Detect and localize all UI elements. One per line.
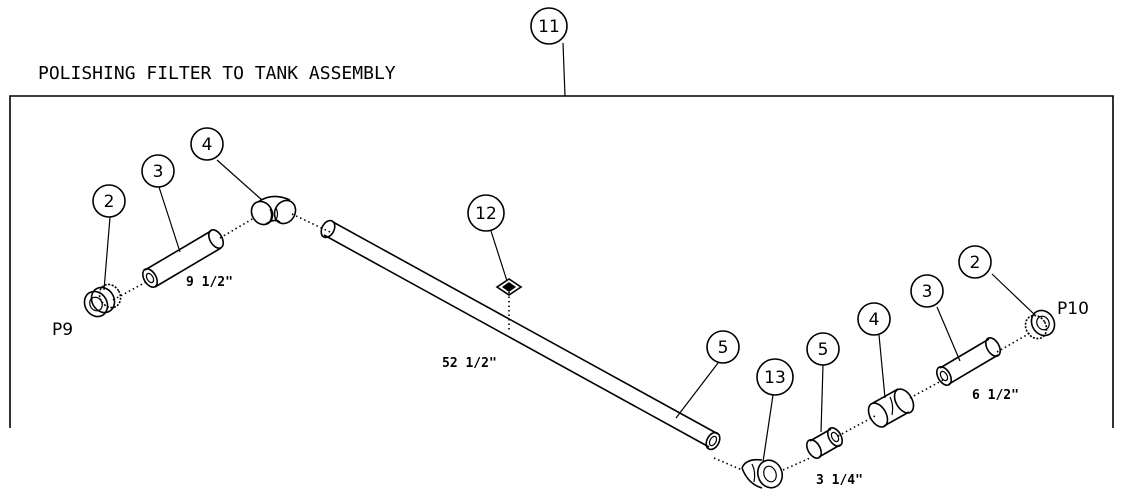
callout-12: 12 bbox=[467, 194, 505, 232]
assembly-frame bbox=[9, 42, 1114, 428]
svg-text:2: 2 bbox=[104, 192, 115, 212]
callout-assembly: 11 bbox=[530, 7, 568, 45]
drawing-title: POLISHING FILTER TO TANK ASSEMBLY bbox=[38, 63, 396, 84]
callout-3-right: 3 bbox=[910, 274, 944, 308]
callout-2-right: 2 bbox=[958, 245, 992, 279]
callout-5-short: 5 bbox=[806, 332, 840, 366]
dimension-pipe-right: 6 1/2" bbox=[972, 388, 1019, 403]
pipe-short bbox=[805, 427, 844, 459]
svg-text:3: 3 bbox=[153, 162, 164, 182]
svg-text:12: 12 bbox=[475, 204, 497, 224]
port-label-left: P9 bbox=[52, 320, 73, 340]
tag-fitting bbox=[495, 278, 523, 296]
callout-4-left: 4 bbox=[190, 127, 224, 161]
svg-text:4: 4 bbox=[202, 135, 213, 155]
pipe-long bbox=[320, 219, 721, 451]
dimension-pipe-left: 9 1/2" bbox=[186, 275, 233, 290]
elbow-bottom bbox=[741, 458, 784, 489]
connection-lines bbox=[112, 213, 1031, 471]
svg-text:13: 13 bbox=[764, 368, 786, 388]
callout-3-left: 3 bbox=[141, 154, 175, 188]
svg-text:3: 3 bbox=[922, 282, 933, 302]
svg-text:2: 2 bbox=[970, 253, 981, 273]
union-fitting-right bbox=[1024, 309, 1056, 340]
svg-text:5: 5 bbox=[818, 340, 829, 360]
callout-4-right: 4 bbox=[857, 302, 891, 336]
callout-2-left: 2 bbox=[92, 184, 126, 218]
leader-lines bbox=[103, 159, 1036, 463]
elbow-left bbox=[250, 195, 297, 226]
coupling-right bbox=[867, 388, 915, 428]
svg-text:4: 4 bbox=[869, 310, 880, 330]
dimension-pipe-long: 52 1/2" bbox=[442, 356, 497, 371]
svg-text:5: 5 bbox=[718, 338, 729, 358]
dimension-pipe-short: 3 1/4" bbox=[816, 473, 863, 488]
svg-text:11: 11 bbox=[538, 17, 560, 37]
callout-13: 13 bbox=[756, 358, 794, 396]
pipe-right bbox=[935, 337, 1002, 386]
port-label-right: P10 bbox=[1057, 299, 1089, 319]
callout-5-long: 5 bbox=[706, 330, 740, 364]
pipe-left bbox=[141, 229, 225, 288]
union-fitting-left bbox=[83, 283, 122, 318]
